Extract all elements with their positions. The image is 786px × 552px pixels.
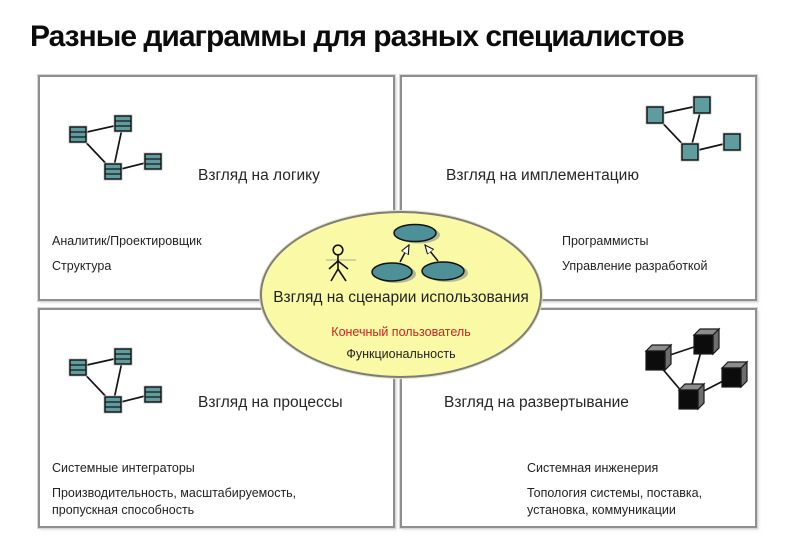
use-case-node — [421, 261, 465, 281]
component-diagram-icon — [645, 95, 742, 162]
page-title: Разные диаграммы для разных специалистов — [30, 20, 685, 53]
quadrant-process-focus: Производительность, масштабируемость, пр… — [52, 486, 297, 517]
quadrant-logic: Взгляд на логику Аналитик/Проектировщик … — [38, 75, 395, 301]
node-cube — [692, 327, 721, 356]
class-node — [68, 358, 88, 377]
class-node — [103, 162, 123, 181]
class-node — [113, 114, 133, 133]
center-focus: Функциональность — [346, 347, 456, 361]
quadrant-logic-focus: Структура — [52, 259, 112, 273]
class-node — [143, 152, 163, 171]
use-case-node — [393, 223, 437, 243]
class-node — [113, 347, 133, 366]
component-node — [692, 95, 712, 115]
quadrant-implementation-title: Взгляд на имплементацию — [446, 167, 639, 184]
quadrant-deployment-title: Взгляд на развертывание — [444, 394, 629, 411]
node-cube — [644, 343, 673, 372]
component-node — [645, 105, 665, 125]
component-node — [722, 132, 742, 152]
quadrant-logic-audience: Аналитик/Проектировщик — [52, 234, 202, 248]
class-diagram-icon — [68, 347, 163, 414]
quadrant-implementation-focus: Управление разработкой — [562, 259, 708, 273]
deployment-cubes-icon — [644, 327, 749, 411]
quadrant-logic-title: Взгляд на логику — [198, 167, 320, 184]
use-case-ellipse: Взгляд на сценарии использования Конечны… — [260, 211, 542, 378]
quadrant-deployment-focus: Топология системы, поставка, установка, … — [527, 486, 703, 517]
quadrant-process-audience: Системные интеграторы — [52, 461, 195, 475]
node-cube — [677, 382, 706, 411]
class-node — [68, 125, 88, 144]
use-case-diagram-icon — [326, 223, 468, 283]
class-node — [103, 395, 123, 414]
node-cube — [720, 360, 749, 389]
component-node — [680, 142, 700, 162]
actor-icon — [326, 244, 356, 282]
class-node — [143, 385, 163, 404]
use-case-node — [371, 262, 413, 282]
quadrant-deployment-audience: Системная инженерия — [527, 461, 659, 475]
center-audience: Конечный пользователь — [331, 325, 471, 339]
class-diagram-icon — [68, 114, 163, 181]
quadrant-process-title: Взгляд на процессы — [198, 394, 343, 411]
quadrant-implementation-audience: Программисты — [562, 234, 649, 248]
center-title: Взгляд на сценарии использования — [273, 289, 529, 306]
quadrant-process: Взгляд на процессы Системные интеграторы… — [38, 308, 395, 528]
